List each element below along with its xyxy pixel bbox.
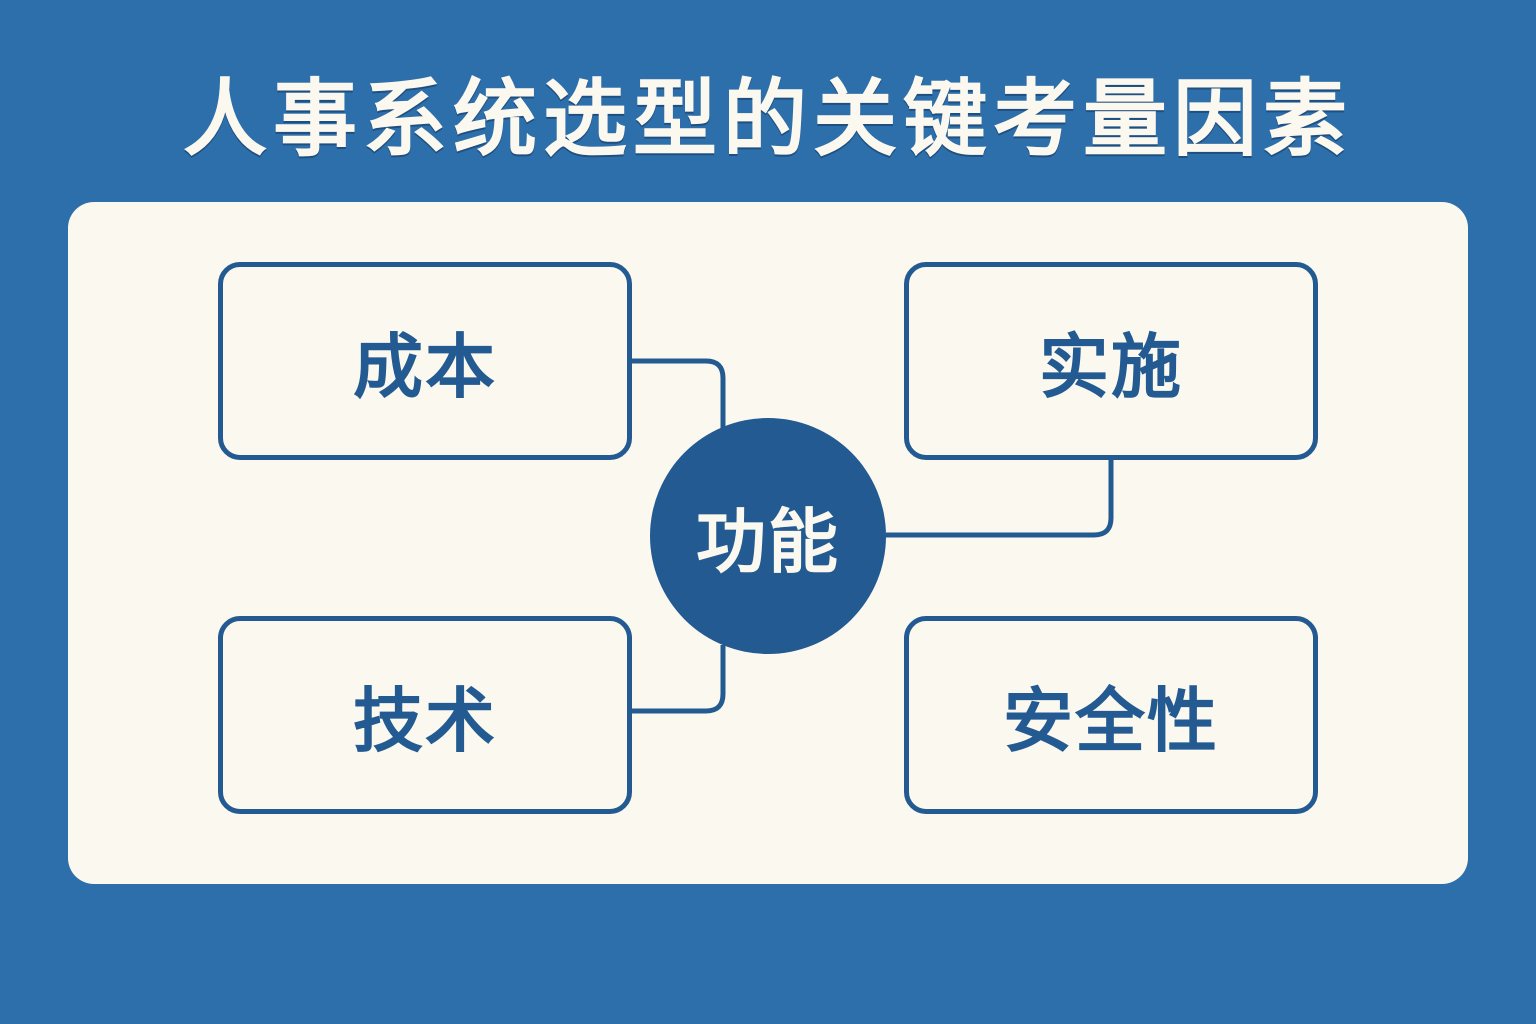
node-implementation-label: 实施 [1039,325,1183,408]
connector-cost [632,358,726,432]
node-cost[interactable]: 成本 [218,262,632,460]
page-title: 人事系统选型的关键考量因素 [182,70,1353,168]
connector-implementation [886,460,1114,538]
node-implementation[interactable]: 实施 [904,262,1318,460]
hub-functionality[interactable]: 功能 [650,418,886,654]
node-technology-label: 技术 [353,679,497,762]
node-security[interactable]: 安全性 [904,616,1318,814]
node-technology[interactable]: 技术 [218,616,632,814]
node-security-label: 安全性 [1003,679,1219,762]
node-cost-label: 成本 [353,325,497,408]
connector-technology [632,645,726,714]
hub-label: 功能 [696,500,840,583]
